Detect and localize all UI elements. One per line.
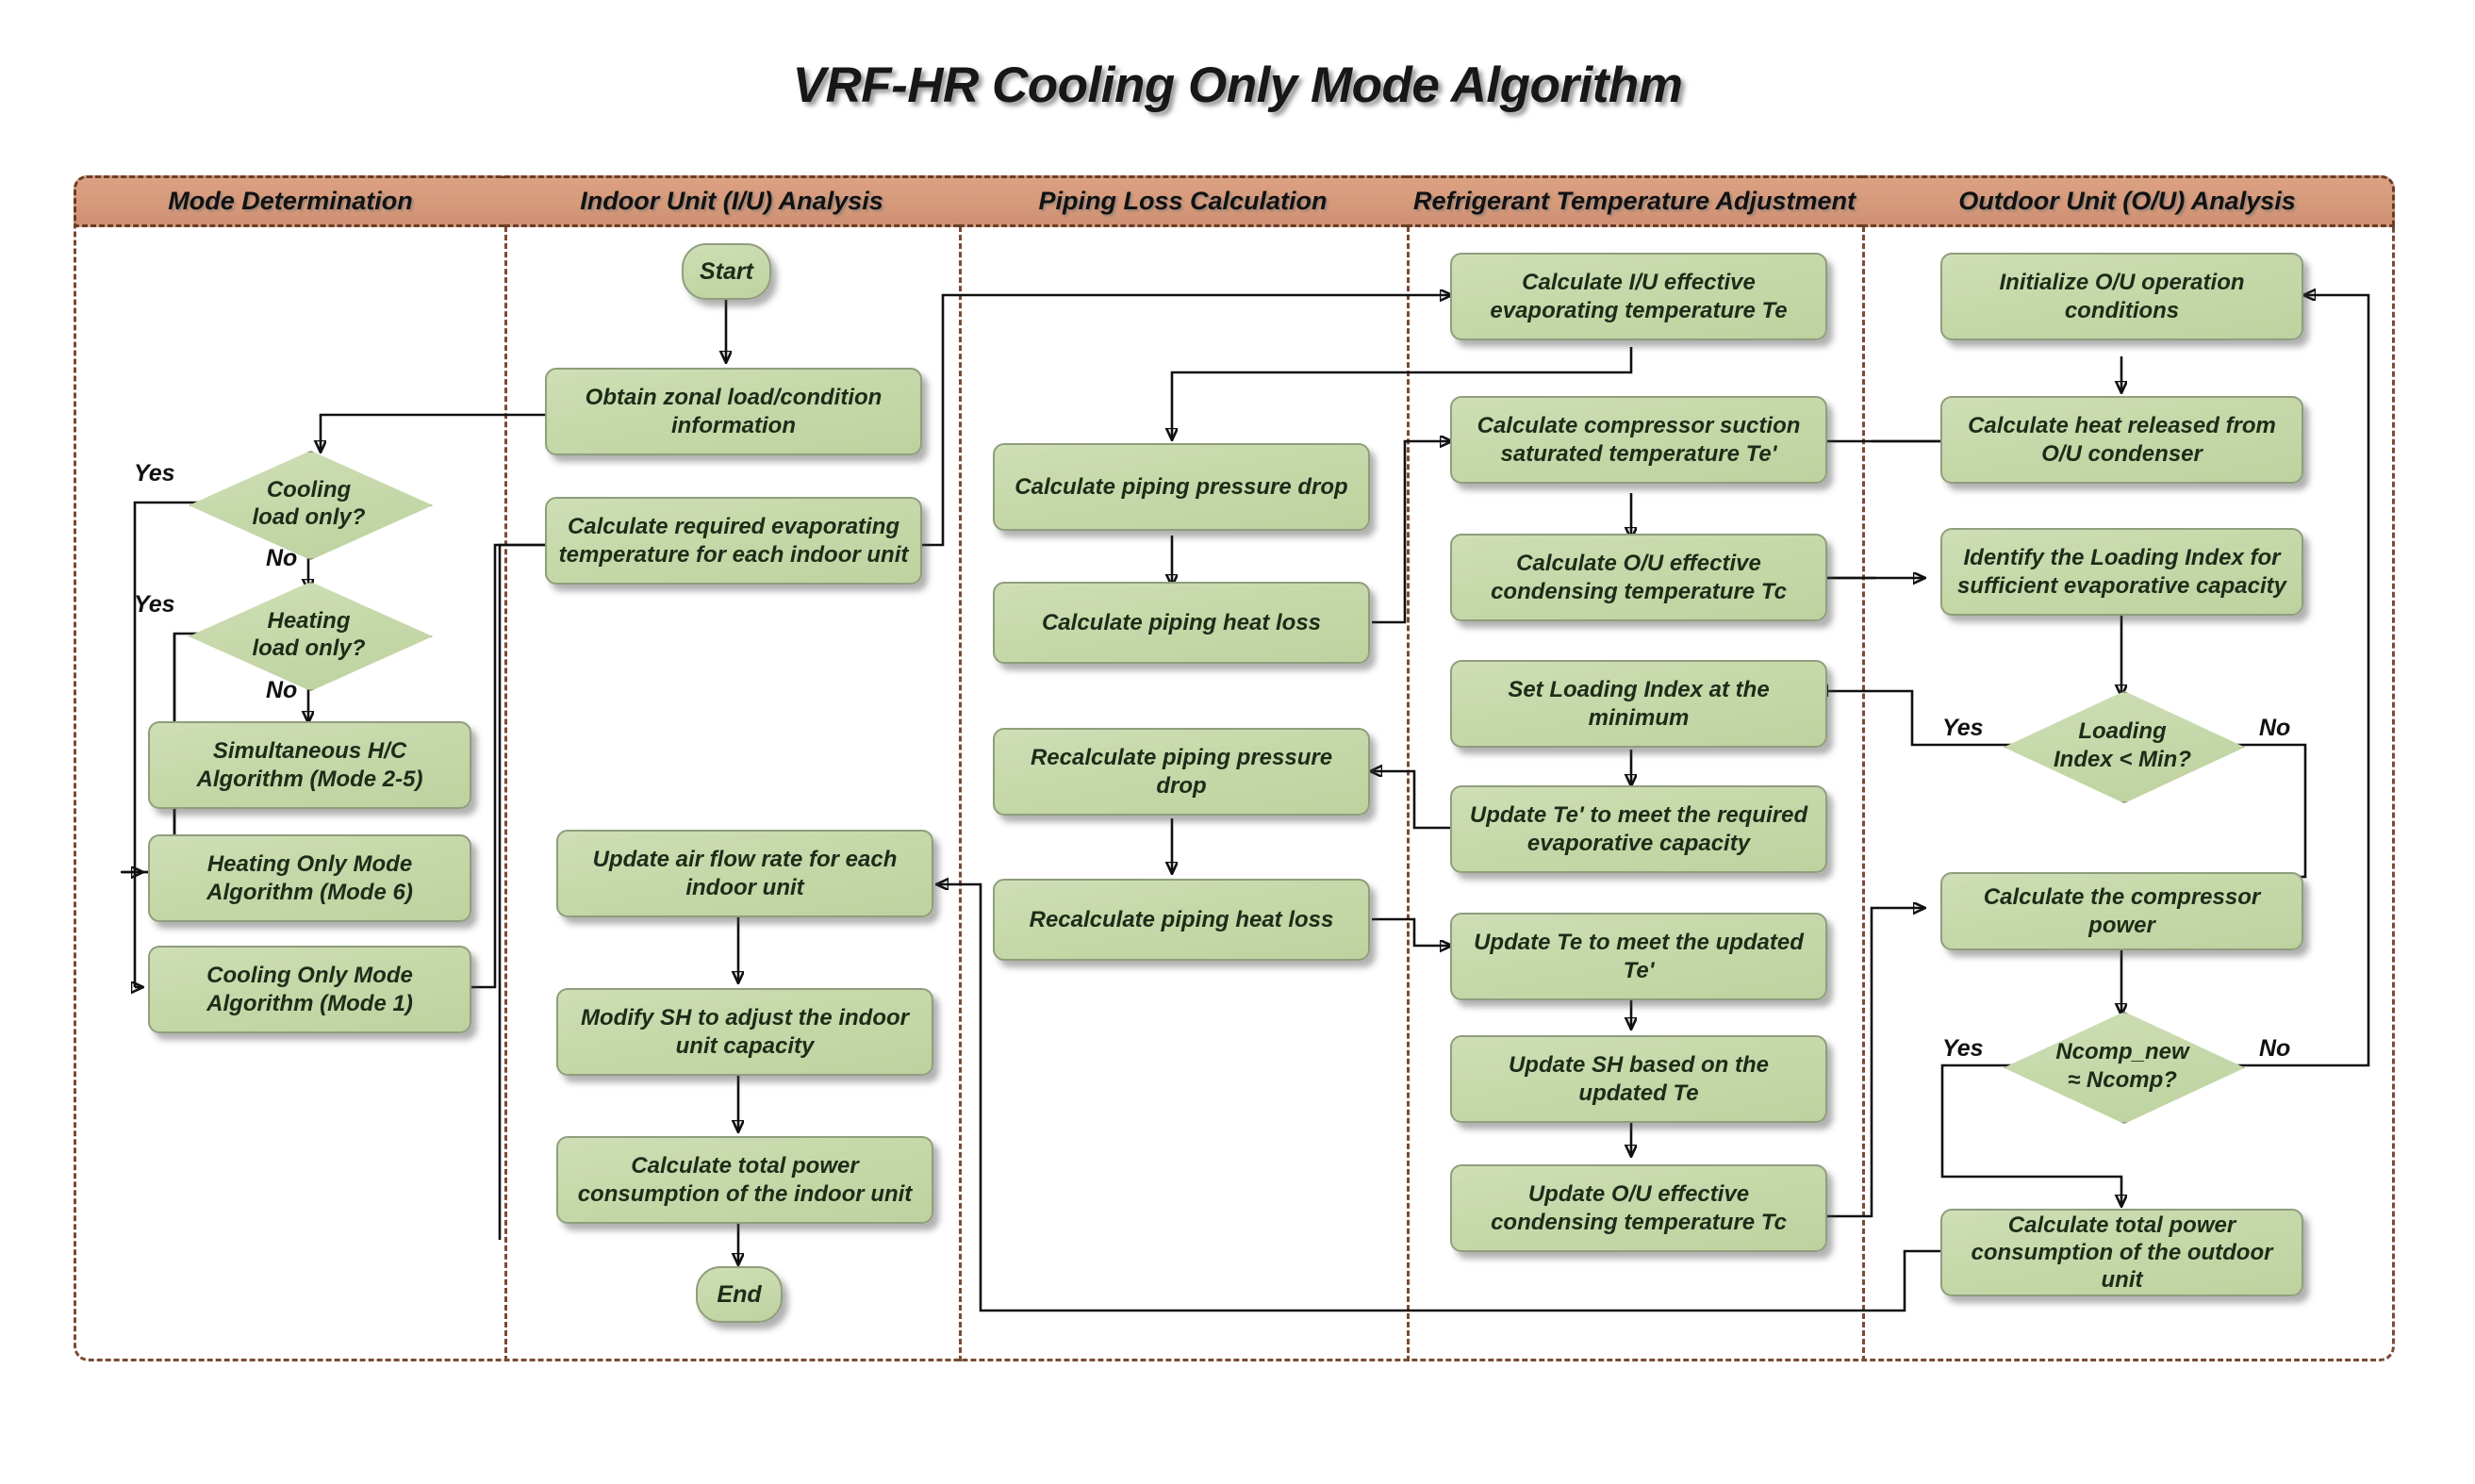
node-label: Cooling Only Mode Algorithm (Mode 1)	[206, 963, 413, 1016]
column-header-piping-loss-calculation: Piping Loss Calculation	[959, 175, 1407, 227]
decision-heating-load-only[interactable]: Heating load only?	[189, 582, 433, 691]
decision-label: Heating load only?	[252, 607, 366, 661]
edge-label-heating-yes: Yes	[134, 591, 175, 618]
node-label: Initialize O/U operation conditions	[1999, 270, 2245, 323]
node-label: Calculate the compressor power	[1983, 884, 2261, 938]
process-update-ou-effective-condensing-temperature[interactable]: Update O/U effective condensing temperat…	[1450, 1164, 1827, 1252]
process-obtain-zonal-load[interactable]: Obtain zonal load/condition information	[545, 368, 922, 455]
column-header-label: Refrigerant Temperature Adjustment	[1412, 187, 1856, 215]
column-separator-1	[504, 175, 507, 1361]
node-label: Heating Only Mode Algorithm (Mode 6)	[206, 851, 413, 905]
terminal-end[interactable]: End	[696, 1266, 783, 1323]
process-calculate-heat-released-ou-condenser[interactable]: Calculate heat released from O/U condens…	[1940, 396, 2303, 484]
process-cooling-only-mode-algorithm[interactable]: Cooling Only Mode Algorithm (Mode 1)	[148, 946, 471, 1033]
process-calculate-piping-pressure-drop[interactable]: Calculate piping pressure drop	[993, 443, 1370, 531]
process-calculate-total-power-indoor-unit[interactable]: Calculate total power consumption of the…	[556, 1136, 933, 1224]
edge-label-heating-no: No	[266, 677, 298, 703]
decision-label: Loading Index < Min?	[2053, 718, 2191, 772]
process-set-loading-index-minimum[interactable]: Set Loading Index at the minimum	[1450, 660, 1827, 748]
node-label: Calculate I/U effective evaporating temp…	[1490, 270, 1788, 323]
process-identify-loading-index[interactable]: Identify the Loading Index for sufficien…	[1940, 528, 2303, 616]
node-label: Obtain zonal load/condition information	[585, 385, 883, 438]
edge-label-ncomp-yes: Yes	[1942, 1035, 1984, 1062]
page-title: VRF-HR Cooling Only Mode Algorithm	[792, 58, 1683, 113]
node-label: Update Te to meet the updated Te'	[1474, 930, 1804, 983]
node-label: Update O/U effective condensing temperat…	[1491, 1181, 1787, 1235]
edge-label-ncomp-no: No	[2259, 1035, 2291, 1062]
process-calculate-total-power-outdoor-unit[interactable]: Calculate total power consumption of the…	[1940, 1209, 2303, 1296]
node-label: Calculate piping pressure drop	[1015, 473, 1348, 500]
process-recalculate-piping-heat-loss[interactable]: Recalculate piping heat loss	[993, 879, 1370, 961]
edge-label-cooling-no: No	[266, 545, 298, 571]
column-header-mode-determination: Mode Determination	[74, 175, 504, 227]
process-calculate-required-evaporating-temperature[interactable]: Calculate required evaporating temperatu…	[545, 497, 922, 585]
process-modify-sh[interactable]: Modify SH to adjust the indoor unit capa…	[556, 988, 933, 1076]
column-header-refrigerant-temperature-adjustment: Refrigerant Temperature Adjustment	[1407, 175, 1862, 227]
node-label: Update Te' to meet the required evaporat…	[1469, 802, 1808, 856]
column-header-label: Outdoor Unit (O/U) Analysis	[1958, 187, 2296, 215]
node-label: Set Loading Index at the minimum	[1508, 677, 1770, 731]
process-update-air-flow-rate[interactable]: Update air flow rate for each indoor uni…	[556, 830, 933, 917]
decision-label: Ncomp_new ≈ Ncomp?	[2055, 1039, 2189, 1093]
column-header-label: Mode Determination	[168, 187, 413, 215]
decision-ncomp-new-equals-ncomp[interactable]: Ncomp_new ≈ Ncomp?	[2004, 1012, 2245, 1124]
process-update-sh[interactable]: Update SH based on the updated Te	[1450, 1035, 1827, 1123]
column-header-indoor-unit-analysis: Indoor Unit (I/U) Analysis	[504, 175, 959, 227]
node-label: Calculate O/U effective condensing tempe…	[1491, 551, 1787, 604]
process-heating-only-mode-algorithm[interactable]: Heating Only Mode Algorithm (Mode 6)	[148, 834, 471, 922]
edge-label-loading-no: No	[2259, 715, 2291, 741]
column-separator-2	[959, 175, 962, 1361]
edge-label-cooling-yes: Yes	[134, 460, 175, 486]
node-label: Calculate total power consumption of the…	[577, 1153, 913, 1207]
process-calculate-piping-heat-loss[interactable]: Calculate piping heat loss	[993, 582, 1370, 664]
decision-cooling-load-only[interactable]: Cooling load only?	[189, 451, 433, 560]
node-label: Calculate heat released from O/U condens…	[1968, 413, 2276, 467]
node-label: Calculate total power consumption of the…	[1971, 1212, 2273, 1294]
edge-label-loading-yes: Yes	[1942, 715, 1984, 741]
column-separator-4	[1862, 175, 1865, 1361]
node-label: Identify the Loading Index for sufficien…	[1956, 545, 2287, 599]
process-update-te-prime[interactable]: Update Te' to meet the required evaporat…	[1450, 785, 1827, 873]
node-label: Start	[700, 257, 753, 285]
process-update-te[interactable]: Update Te to meet the updated Te'	[1450, 913, 1827, 1000]
node-label: Update SH based on the updated Te	[1508, 1052, 1770, 1106]
process-calculate-iu-effective-evaporating-temperature[interactable]: Calculate I/U effective evaporating temp…	[1450, 253, 1827, 340]
node-label: Calculate required evaporating temperatu…	[558, 514, 909, 568]
column-header-label: Piping Loss Calculation	[1038, 187, 1328, 215]
column-separator-3	[1407, 175, 1410, 1361]
process-recalculate-piping-pressure-drop[interactable]: Recalculate piping pressure drop	[993, 728, 1370, 816]
node-label: Modify SH to adjust the indoor unit capa…	[581, 1005, 909, 1059]
process-initialize-ou-operation-conditions[interactable]: Initialize O/U operation conditions	[1940, 253, 2303, 340]
node-label: Calculate piping heat loss	[1041, 609, 1322, 635]
process-calculate-ou-effective-condensing-temperature[interactable]: Calculate O/U effective condensing tempe…	[1450, 534, 1827, 621]
node-label: Update air flow rate for each indoor uni…	[592, 847, 898, 900]
node-label: Calculate compressor suction saturated t…	[1477, 413, 1801, 467]
node-label: Simultaneous H/C Algorithm (Mode 2-5)	[196, 738, 423, 792]
decision-loading-index-min[interactable]: Loading Index < Min?	[2004, 691, 2245, 803]
column-header-outdoor-unit-analysis: Outdoor Unit (O/U) Analysis	[1862, 175, 2395, 227]
process-simultaneous-hc-algorithm[interactable]: Simultaneous H/C Algorithm (Mode 2-5)	[148, 721, 471, 809]
process-calculate-compressor-power[interactable]: Calculate the compressor power	[1940, 872, 2303, 950]
decision-label: Cooling load only?	[252, 476, 366, 530]
terminal-start[interactable]: Start	[682, 243, 771, 300]
column-header-label: Indoor Unit (I/U) Analysis	[580, 187, 883, 215]
process-calculate-compressor-suction-saturated-temperature[interactable]: Calculate compressor suction saturated t…	[1450, 396, 1827, 484]
node-label: Recalculate piping pressure drop	[1030, 745, 1333, 799]
node-label: Recalculate piping heat loss	[1029, 906, 1334, 932]
node-label: End	[717, 1280, 762, 1308]
